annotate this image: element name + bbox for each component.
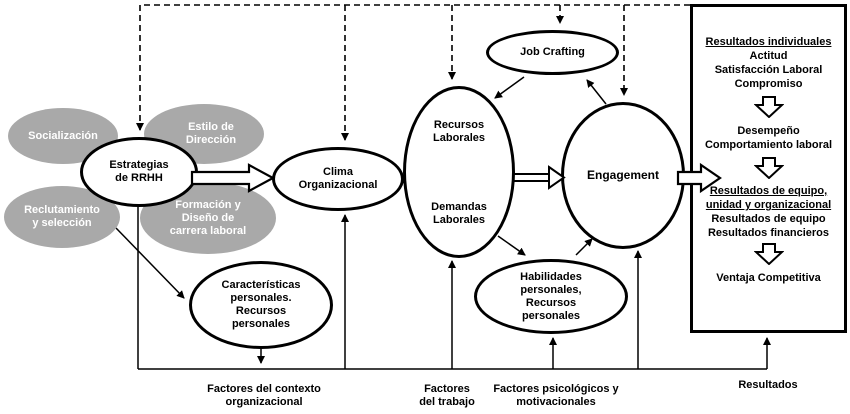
label-factores-psicologicos: Factores psicológicos y motivacionales [493,383,619,408]
feedback-dashed-lines [136,4,690,141]
results-compromiso: Compromiso [734,78,803,90]
label-recursos-laborales: Recursos Laborales [433,119,485,144]
results-equipo: Resultados de equipo [711,213,826,225]
results-individual-title: Resultados individuales [705,36,832,48]
label-resultados: Resultados [738,379,798,391]
label-demandas-laborales: Demandas Laborales [431,201,487,226]
label-factores-contexto: Factores del contexto organizacional [207,383,321,408]
results-team-title: Resultados de equipo, unidad y organizac… [705,185,832,211]
node-job-crafting: Job Crafting [486,30,619,75]
node-caracteristicas-personales: Características personales. Recursos per… [189,261,333,349]
label-factores-trabajo: Factores del trabajo [419,383,475,408]
results-desempeno: Desempeño [737,125,800,137]
down-block-arrow-icon [753,96,784,118]
results-ventaja: Ventaja Competitiva [716,272,821,284]
node-habilidades-personales: Habilidades personales, Recursos persona… [474,259,628,334]
results-financieros: Resultados financieros [707,227,830,239]
node-recursos-demandas: Recursos Laborales Demandas Laborales [403,86,515,258]
node-engagement: Engagement [561,102,685,249]
results-comportamiento: Comportamiento laboral [704,139,833,151]
down-block-arrow-icon [753,243,784,265]
results-box: Resultados individuales Actitud Satisfac… [690,4,847,333]
node-clima-organizacional: Clima Organizacional [272,147,404,211]
down-block-arrow-icon [753,157,784,179]
solid-arrows [115,76,771,370]
node-estrategias-rrhh: Estrategias de RRHH [80,137,198,207]
results-actitud: Actitud [749,50,788,62]
results-satisfaccion: Satisfacción Laboral [714,64,823,76]
